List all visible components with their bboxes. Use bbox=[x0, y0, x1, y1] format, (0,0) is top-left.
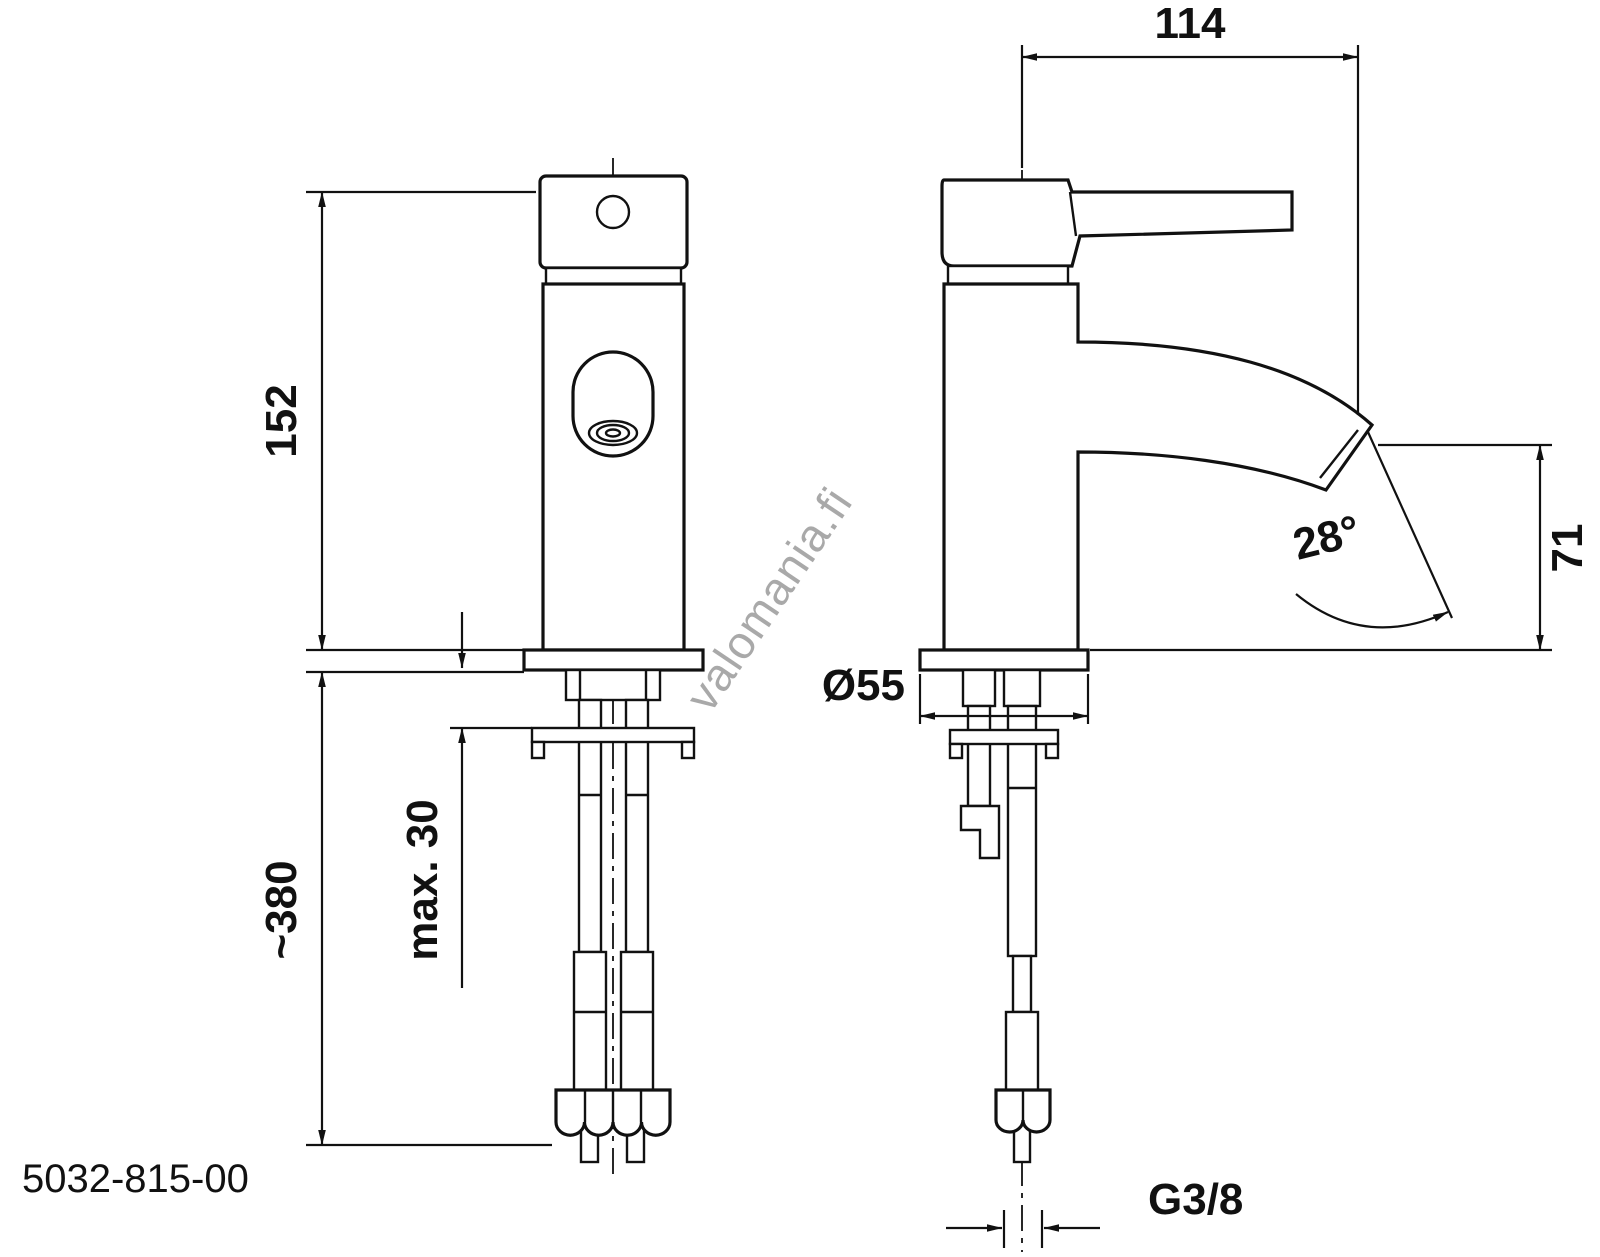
neck-ring-side bbox=[946, 264, 1070, 286]
angle-arc bbox=[1295, 593, 1449, 629]
neck-ring-front bbox=[544, 266, 683, 286]
cap-screw-hole bbox=[595, 194, 631, 230]
mounting-shank-front bbox=[564, 668, 662, 702]
outlet-height-label: 71 bbox=[1543, 524, 1592, 573]
aerator-mid bbox=[595, 423, 631, 443]
connection-thread-label: G3/8 bbox=[1148, 1175, 1243, 1224]
pipe-narrow-side bbox=[1011, 954, 1033, 1014]
front-view bbox=[522, 158, 705, 1180]
height-above-deck-label: 152 bbox=[257, 384, 306, 457]
washer-tab-left bbox=[530, 740, 546, 760]
base-flange-side bbox=[918, 648, 1090, 672]
stud-upper-side bbox=[961, 668, 997, 708]
rod-lower-left bbox=[572, 950, 608, 1092]
body-and-spout-side bbox=[942, 282, 1375, 652]
spout-outlet-front bbox=[571, 350, 655, 458]
handle-cap-front bbox=[538, 174, 689, 270]
lever-handle-side bbox=[940, 178, 1294, 268]
rod-lower-right bbox=[619, 950, 655, 1092]
washer-tab-right bbox=[680, 740, 696, 760]
supply-shank-side bbox=[1002, 668, 1042, 708]
stud-foot-side bbox=[959, 804, 1001, 860]
side-view-dimensions: 114 28° 71 Ø55 G3/8 bbox=[822, 0, 1592, 1248]
front-view-dimensions: 152 ~380 max. 30 bbox=[257, 190, 552, 1147]
below-deck-length-label: ~380 bbox=[257, 860, 306, 959]
side-view bbox=[918, 170, 1375, 1252]
aerator-inner bbox=[604, 428, 622, 438]
spout-reach-label: 114 bbox=[1155, 0, 1227, 48]
clamp-washer-side bbox=[948, 728, 1060, 746]
clamp-washer-front bbox=[530, 726, 696, 744]
aerator-outer bbox=[587, 419, 639, 447]
washer-tab-right-side bbox=[1044, 742, 1060, 760]
faucet-body-front bbox=[541, 282, 686, 652]
pipe-lower-side bbox=[1004, 1010, 1040, 1092]
product-code: 5032-815-00 bbox=[22, 1157, 249, 1201]
supply-pipe-side bbox=[1006, 704, 1038, 958]
base-flange-front bbox=[522, 648, 705, 672]
angle-reference-line bbox=[1366, 431, 1454, 619]
max-deck-thickness-label: max. 30 bbox=[398, 799, 447, 960]
base-diameter-label: Ø55 bbox=[822, 661, 905, 710]
spout-tip-face bbox=[1319, 429, 1359, 479]
stud-rod-side bbox=[966, 704, 992, 808]
washer-tab-left-side bbox=[948, 742, 964, 760]
spout-angle-label: 28° bbox=[1288, 506, 1364, 570]
